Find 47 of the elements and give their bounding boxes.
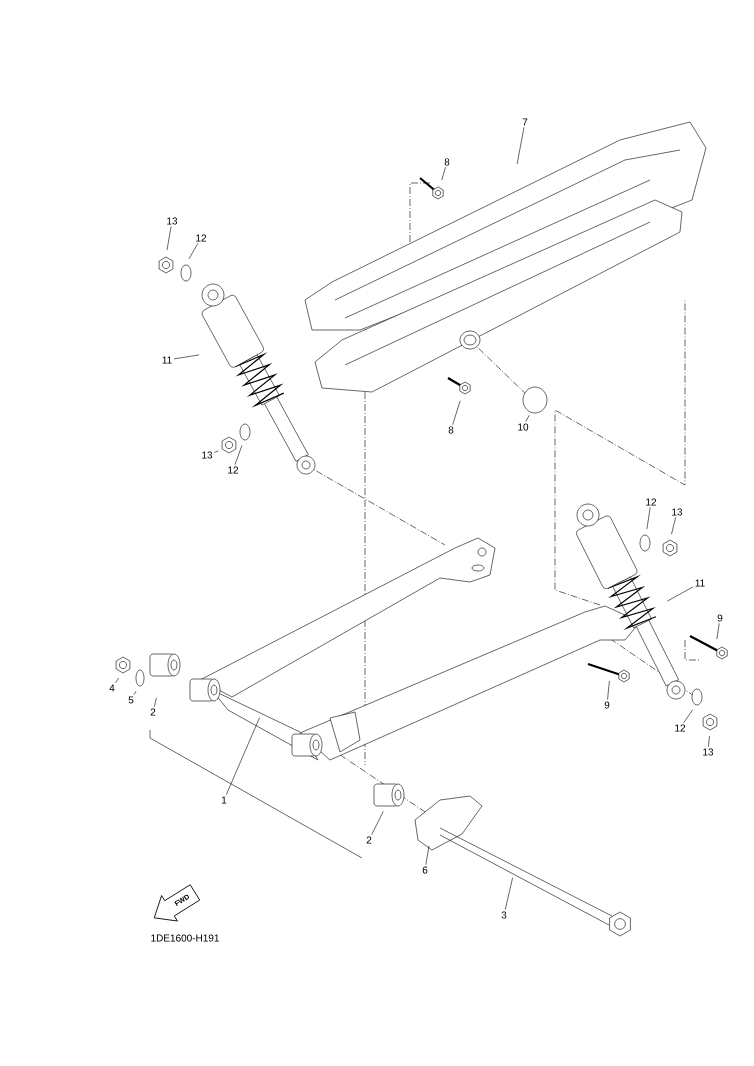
leader-line — [716, 623, 720, 640]
leader-line — [154, 697, 157, 707]
callout-number: 11 — [162, 356, 172, 364]
leader-line — [371, 811, 384, 835]
leader-line — [667, 586, 694, 602]
part-code: 1DE1600-H191 — [151, 934, 219, 942]
leader-line — [441, 167, 446, 181]
leader-line — [115, 677, 119, 684]
callout-number: 13 — [202, 451, 213, 459]
callout-number: 6 — [422, 866, 428, 874]
leader-line — [683, 709, 693, 723]
leader-line — [234, 445, 243, 466]
callout-number: 8 — [444, 158, 450, 166]
callout-number: 9 — [604, 701, 610, 709]
leader-line — [214, 450, 219, 453]
callout-number: 13 — [672, 508, 683, 516]
callout-number: 9 — [717, 614, 723, 622]
leader-line — [225, 717, 260, 796]
callout-number: 12 — [228, 466, 239, 474]
leader-line — [133, 690, 137, 695]
callout-number: 2 — [150, 708, 156, 716]
callout-number: 13 — [167, 217, 178, 225]
callout-number: 4 — [109, 684, 115, 692]
callout-number: 10 — [518, 423, 529, 431]
callout-number: 13 — [703, 748, 714, 756]
callout-number: 3 — [501, 911, 507, 919]
leader-line — [173, 354, 200, 360]
callout-number: 12 — [646, 498, 657, 506]
callout-number: 12 — [675, 724, 686, 732]
leader-line — [607, 680, 610, 700]
callout-number: 1 — [222, 796, 227, 804]
leader-line — [516, 126, 525, 165]
callout-number: 8 — [448, 426, 454, 434]
callout-number: 7 — [522, 118, 528, 126]
leader-line — [525, 415, 530, 422]
callout-number: 2 — [366, 836, 372, 844]
leader-line — [708, 735, 710, 747]
leader-line — [646, 507, 651, 530]
callout-number: 5 — [128, 696, 134, 704]
callout-number: 11 — [695, 579, 705, 587]
leader-line — [425, 845, 430, 865]
leader-line — [166, 226, 172, 251]
leader-line — [504, 877, 513, 910]
callout-number: 12 — [196, 234, 207, 242]
leader-line — [188, 243, 199, 260]
leader-line — [671, 517, 676, 535]
leader-line — [452, 400, 461, 425]
